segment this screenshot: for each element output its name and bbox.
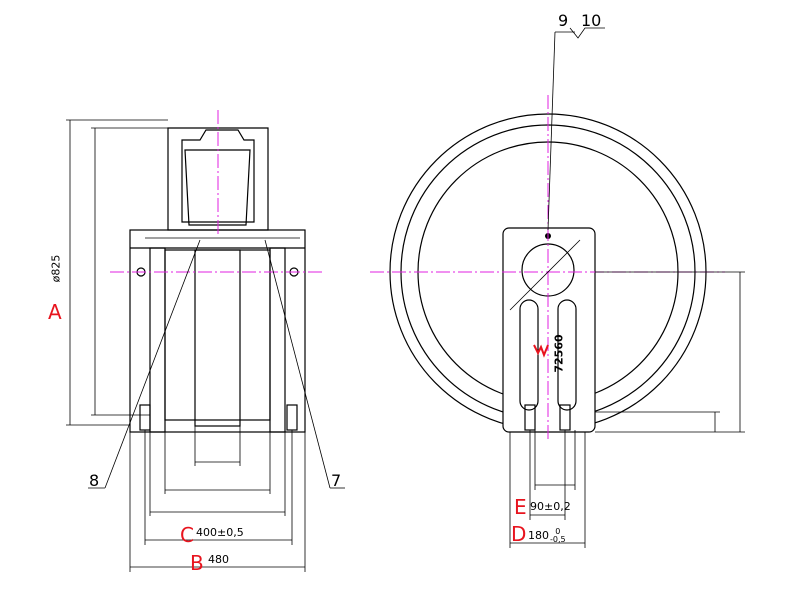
dim-diameter: ø825 — [49, 254, 63, 283]
label-E: E — [514, 495, 527, 519]
dim-D: 180 0-0,5 — [528, 528, 566, 544]
callout-7: 7 — [331, 471, 342, 490]
dim-C: 400±0,5 — [196, 526, 244, 539]
dim-D-main: 180 — [528, 529, 549, 542]
callout-10: 10 — [581, 11, 602, 30]
dim-B: 480 — [208, 553, 229, 566]
dim-E: 90±0,2 — [530, 500, 571, 513]
label-A: A — [48, 300, 62, 324]
dim-D-tol-lower: -0,5 — [550, 535, 566, 544]
callout-8: 8 — [89, 471, 100, 490]
dim-D-tol-upper: 0 — [555, 527, 561, 536]
label-B: B — [190, 551, 204, 575]
label-D: D — [511, 522, 527, 546]
part-number: 72560 — [552, 334, 566, 373]
front-view — [370, 27, 745, 548]
side-view — [66, 110, 345, 572]
label-C: C — [180, 523, 194, 547]
callout-9: 9 — [558, 11, 569, 30]
logo-icon — [533, 344, 549, 358]
